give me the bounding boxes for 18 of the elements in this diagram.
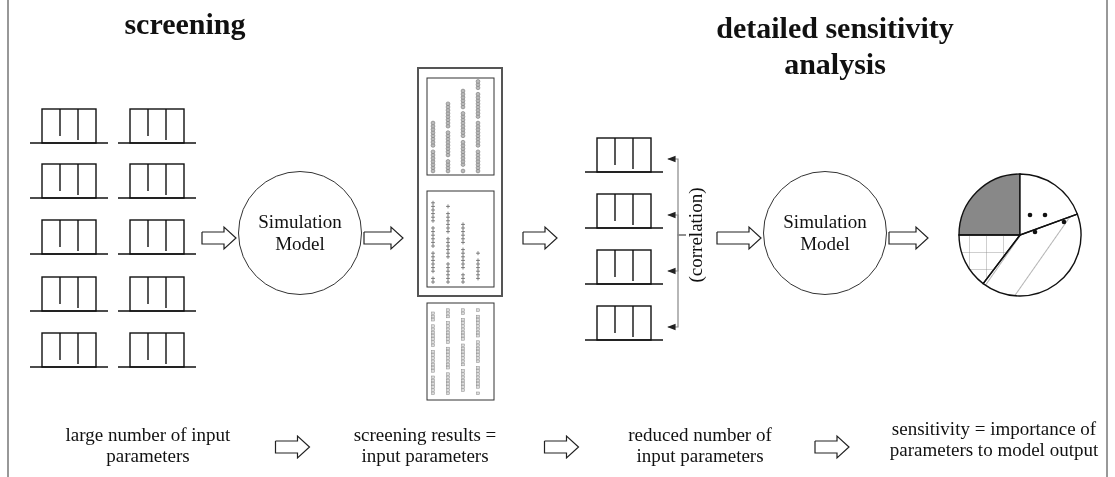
step-caption: reduced number of input parameters xyxy=(627,425,773,467)
step-caption: sensitivity = importance of parameters to model output xyxy=(888,419,1100,461)
section-heading: screening xyxy=(123,6,247,42)
block-arrow xyxy=(814,434,850,460)
block-arrow xyxy=(543,434,580,460)
block-arrow xyxy=(201,225,237,251)
section-heading: detailed sensitivity analysis xyxy=(715,10,955,82)
block-arrow xyxy=(716,225,762,251)
step-caption: screening results = input parameters xyxy=(352,425,498,467)
block-arrow xyxy=(274,434,311,460)
model-label: Simulation Model xyxy=(782,211,868,255)
block-arrow xyxy=(363,225,404,251)
arrow xyxy=(667,234,687,331)
step-caption: large number of input parameters xyxy=(64,425,232,467)
block-arrow xyxy=(522,225,558,251)
block-arrow xyxy=(888,225,929,251)
correlation-label: (correlation) xyxy=(686,186,707,285)
model-label: Simulation Model xyxy=(257,211,343,255)
